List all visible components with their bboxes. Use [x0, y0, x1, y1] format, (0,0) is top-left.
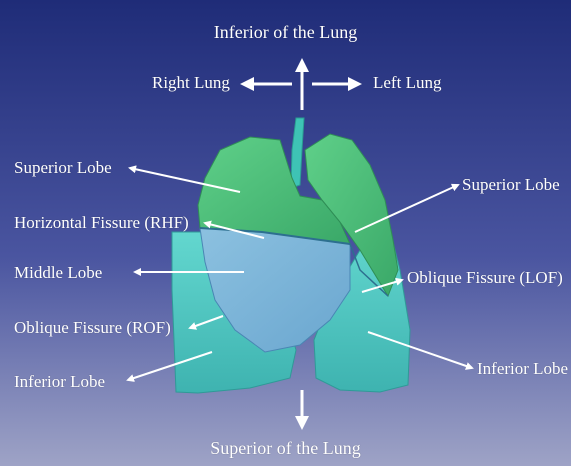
left-inferior-lobe-label: Inferior Lobe — [477, 359, 568, 379]
horizontal-fissure-label: Horizontal Fissure (RHF) — [14, 213, 189, 233]
right-oblique-fissure-label: Oblique Fissure (ROF) — [14, 318, 171, 338]
middle-lobe-label: Middle Lobe — [14, 263, 102, 283]
right-lung-label: Right Lung — [152, 73, 230, 93]
superior-direction-label: Superior of the Lung — [0, 438, 571, 458]
right-inferior-lobe-label: Inferior Lobe — [14, 372, 105, 392]
left-lung-label: Left Lung — [373, 73, 441, 93]
inferior-direction-label: Inferior of the Lung — [0, 22, 571, 42]
right-superior-lobe-label: Superior Lobe — [14, 158, 112, 178]
left-oblique-fissure-label: Oblique Fissure (LOF) — [407, 268, 563, 288]
left-superior-lobe-label: Superior Lobe — [462, 175, 560, 195]
